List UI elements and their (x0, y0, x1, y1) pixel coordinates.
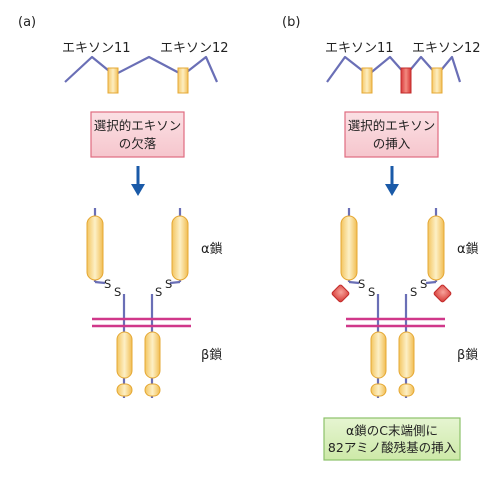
panel-a-beta-label: β鎖 (201, 347, 222, 363)
panel-a-exon12-label: エキソン12 (160, 41, 229, 56)
panel-b-alpha-chain (340, 208, 445, 285)
panel-a-alpha-chain (86, 208, 189, 285)
svg-text:S: S (114, 285, 121, 299)
panel-a-down-arrow (131, 166, 145, 196)
panel-b-note-line1: α鎖のC末端側に (346, 423, 438, 438)
panel-b-membrane (346, 317, 445, 328)
panel-b-beta-chain (370, 331, 415, 397)
panel-b-beta-label: β鎖 (457, 347, 478, 363)
svg-text:S: S (104, 277, 111, 291)
panel-b: (b) エキソン11 エキソン12 選択的エキソン の挿入 S S (282, 15, 481, 461)
panel-a-intron-line (64, 55, 219, 83)
panel-b-tag: (b) (282, 15, 300, 30)
svg-text:S: S (155, 285, 162, 299)
panel-a-exon11-label: エキソン11 (62, 41, 131, 56)
panel-b-inserted-exon (400, 67, 412, 94)
svg-text:S: S (368, 285, 375, 299)
panel-b-box-line1: 選択的エキソン (348, 118, 436, 133)
panel-b-exon11-label: エキソン11 (325, 41, 394, 56)
panel-b-down-arrow (385, 166, 399, 196)
panel-a-beta-chain (116, 331, 161, 397)
panel-b-box-line2: の挿入 (373, 136, 411, 151)
panel-a-box-line1: 選択的エキソン (94, 118, 182, 133)
panel-b-alpha-label: α鎖 (457, 241, 479, 257)
panel-a-disulfide-bonds: S S S S (104, 277, 172, 299)
panel-b-exon12-label: エキソン12 (412, 41, 481, 56)
panel-b-note-box (323, 417, 461, 461)
panel-a-exon11 (107, 67, 119, 94)
svg-text:S: S (420, 277, 427, 291)
panel-b-exon11 (361, 67, 373, 94)
panel-b-process-box (344, 111, 439, 158)
svg-text:S: S (410, 285, 417, 299)
panel-b-note-line2: 82アミノ酸残基の挿入 (328, 440, 457, 455)
svg-text:S: S (358, 277, 365, 291)
panel-a-tag: (a) (18, 15, 36, 30)
panel-a-box-line2: の欠落 (119, 136, 157, 151)
svg-text:S: S (165, 277, 172, 291)
panel-b-inserted-domain (331, 284, 452, 303)
panel-a-process-box (90, 111, 185, 158)
panel-a-exon12 (177, 67, 189, 94)
panel-a-alpha-label: α鎖 (201, 241, 223, 257)
panel-b-exon12 (431, 67, 443, 94)
panel-a: (a) エキソン11 エキソン12 選択的エキソン の欠落 S S S (18, 15, 229, 398)
panel-b-disulfide-bonds: S S S S (358, 277, 427, 299)
panel-a-membrane (92, 317, 191, 328)
